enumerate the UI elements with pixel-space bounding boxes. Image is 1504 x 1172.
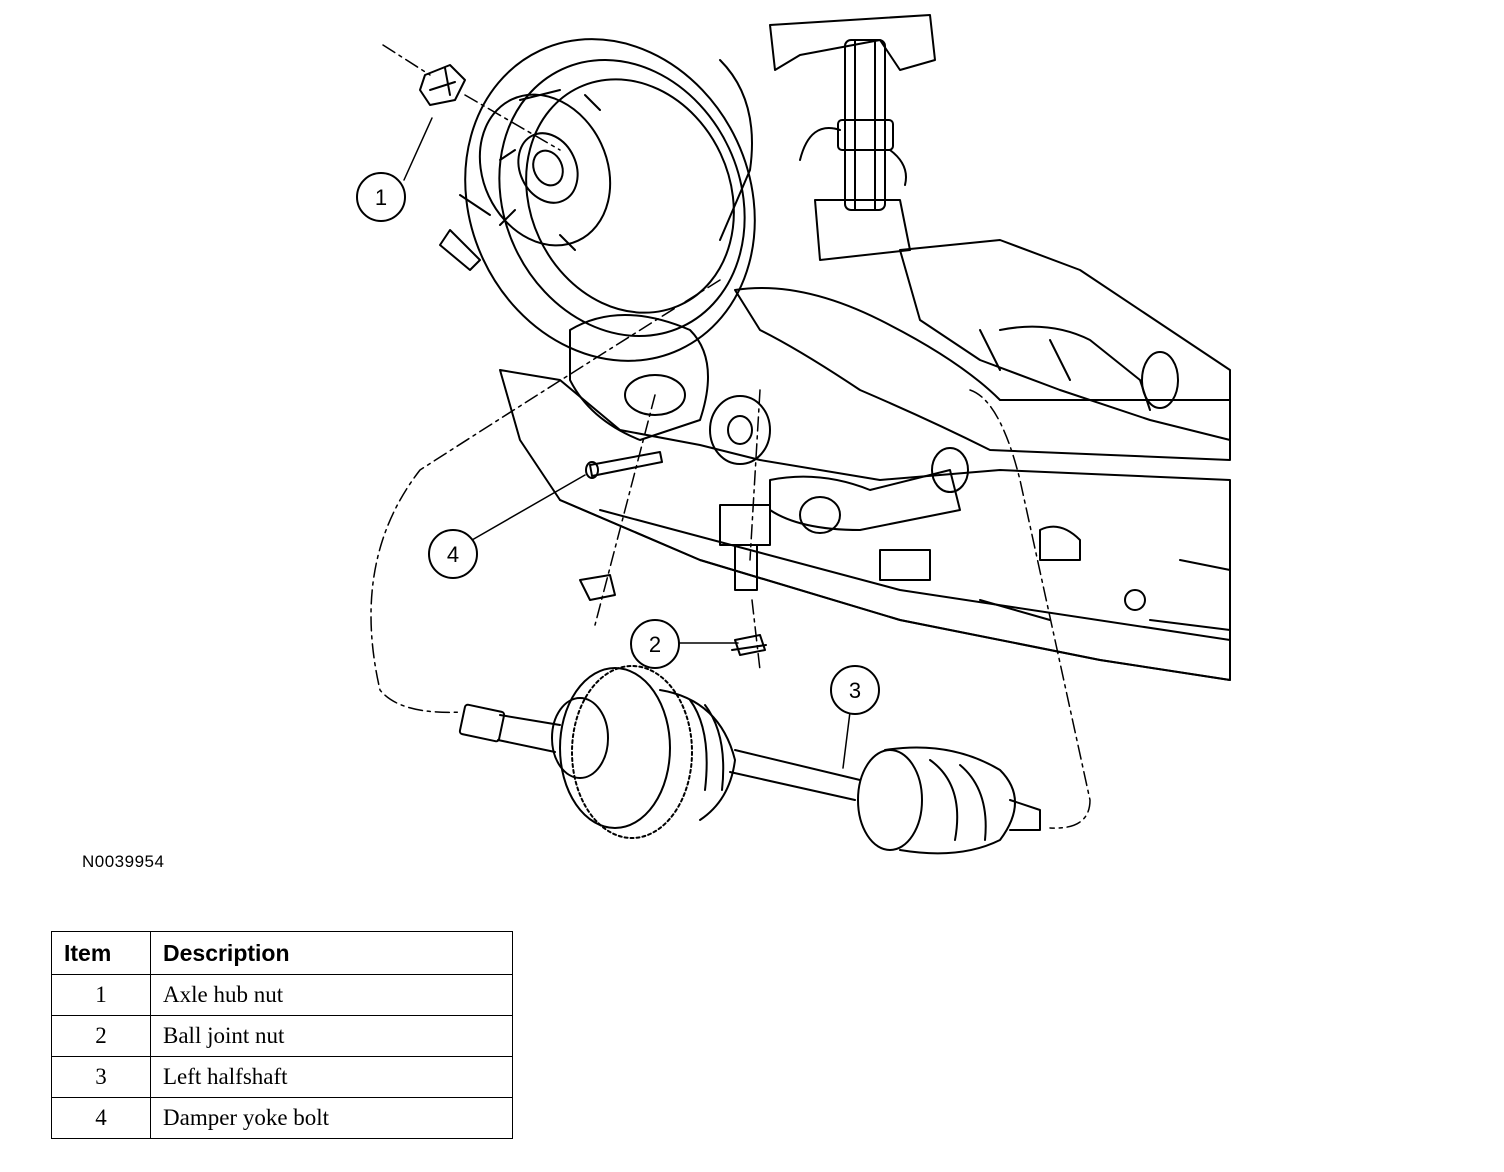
- svg-text:1: 1: [375, 185, 387, 210]
- left-halfshaft: [458, 665, 1041, 855]
- parts-table: Item Description 1 Axle hub nut 2 Ball j…: [51, 931, 513, 1139]
- item-description: Damper yoke bolt: [150, 1097, 513, 1139]
- callout-2: 2: [630, 619, 680, 669]
- subframe: [499, 369, 1231, 681]
- damper-nut: [579, 574, 616, 601]
- lower-control-arm: [719, 287, 1231, 591]
- item-number: 4: [51, 1097, 151, 1139]
- brake-rotor-hub: [439, 38, 756, 362]
- exploded-view-lines: [370, 44, 1091, 829]
- callout-4: 4: [428, 529, 478, 579]
- callout-1: 1: [356, 172, 406, 222]
- item-description: Left halfshaft: [150, 1056, 513, 1098]
- svg-text:3: 3: [849, 678, 861, 703]
- item-number: 2: [51, 1015, 151, 1057]
- table-header-row: Item Description: [51, 931, 513, 975]
- transmission: [899, 239, 1231, 441]
- item-number: 3: [51, 1056, 151, 1098]
- table-row: 2 Ball joint nut: [51, 1015, 513, 1057]
- strut-assembly: [769, 14, 936, 261]
- table-row: 1 Axle hub nut: [51, 974, 513, 1016]
- callout-leaders: [403, 117, 851, 769]
- figure-id: N0039954: [82, 852, 165, 871]
- item-description: Axle hub nut: [150, 974, 513, 1016]
- header-item: Item: [51, 931, 151, 975]
- axle-hub-nut: [419, 64, 466, 106]
- item-description: Ball joint nut: [150, 1015, 513, 1057]
- svg-text:2: 2: [649, 632, 661, 657]
- header-description: Description: [150, 931, 513, 975]
- ball-joint-nut: [731, 634, 767, 656]
- exploded-view-diagram: 1 4 2 3: [356, 14, 1231, 855]
- table-row: 4 Damper yoke bolt: [51, 1097, 513, 1139]
- steering-knuckle: [569, 314, 771, 465]
- callout-3: 3: [830, 665, 880, 715]
- table-row: 3 Left halfshaft: [51, 1056, 513, 1098]
- item-number: 1: [51, 974, 151, 1016]
- damper-yoke-bolt: [585, 451, 663, 479]
- svg-text:4: 4: [447, 542, 459, 567]
